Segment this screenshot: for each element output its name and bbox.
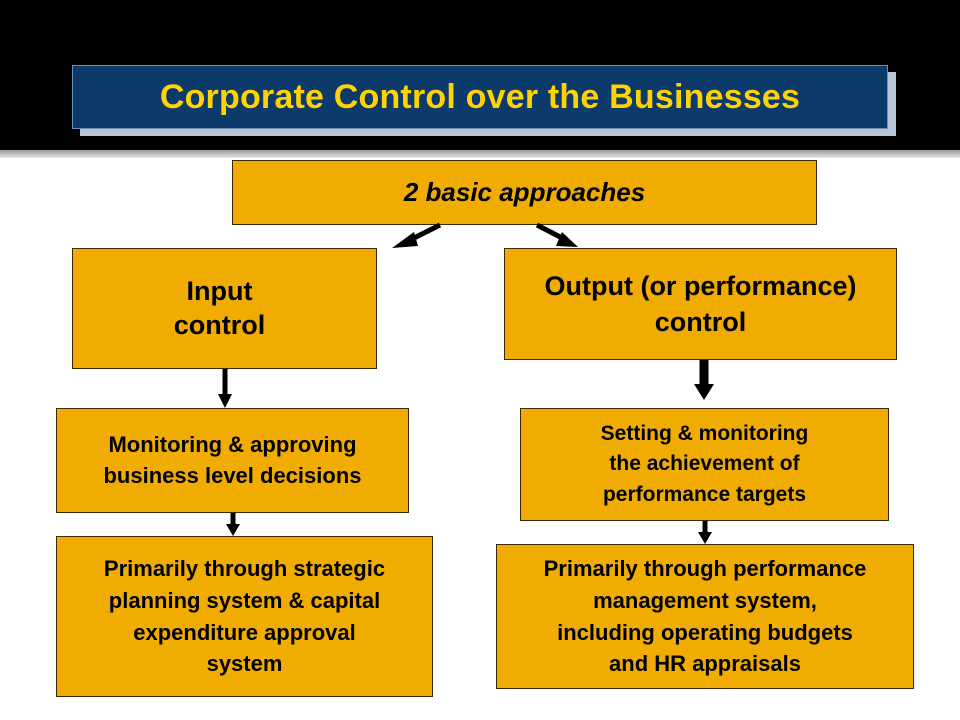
- input-means-box: Primarily through strategic planning sys…: [56, 536, 433, 697]
- arrow-to-output: [535, 222, 578, 247]
- arrow-to-input: [392, 222, 442, 248]
- arrow-output-to-detail: [694, 360, 714, 400]
- output-means-box: Primarily through performance management…: [496, 544, 914, 689]
- arrow-input-to-detail: [218, 369, 232, 408]
- arrow-output-detail-to-means: [698, 521, 712, 544]
- output-detail-box: Setting & monitoring the achievement of …: [520, 408, 889, 521]
- approaches-box: 2 basic approaches: [232, 160, 817, 225]
- input-control-box: Input control: [72, 248, 377, 369]
- output-control-box: Output (or performance) control: [504, 248, 897, 360]
- input-detail-box: Monitoring & approving business level de…: [56, 408, 409, 513]
- header-divider: [0, 150, 960, 158]
- slide-title: Corporate Control over the Businesses: [72, 65, 888, 129]
- arrow-input-detail-to-means: [226, 513, 240, 536]
